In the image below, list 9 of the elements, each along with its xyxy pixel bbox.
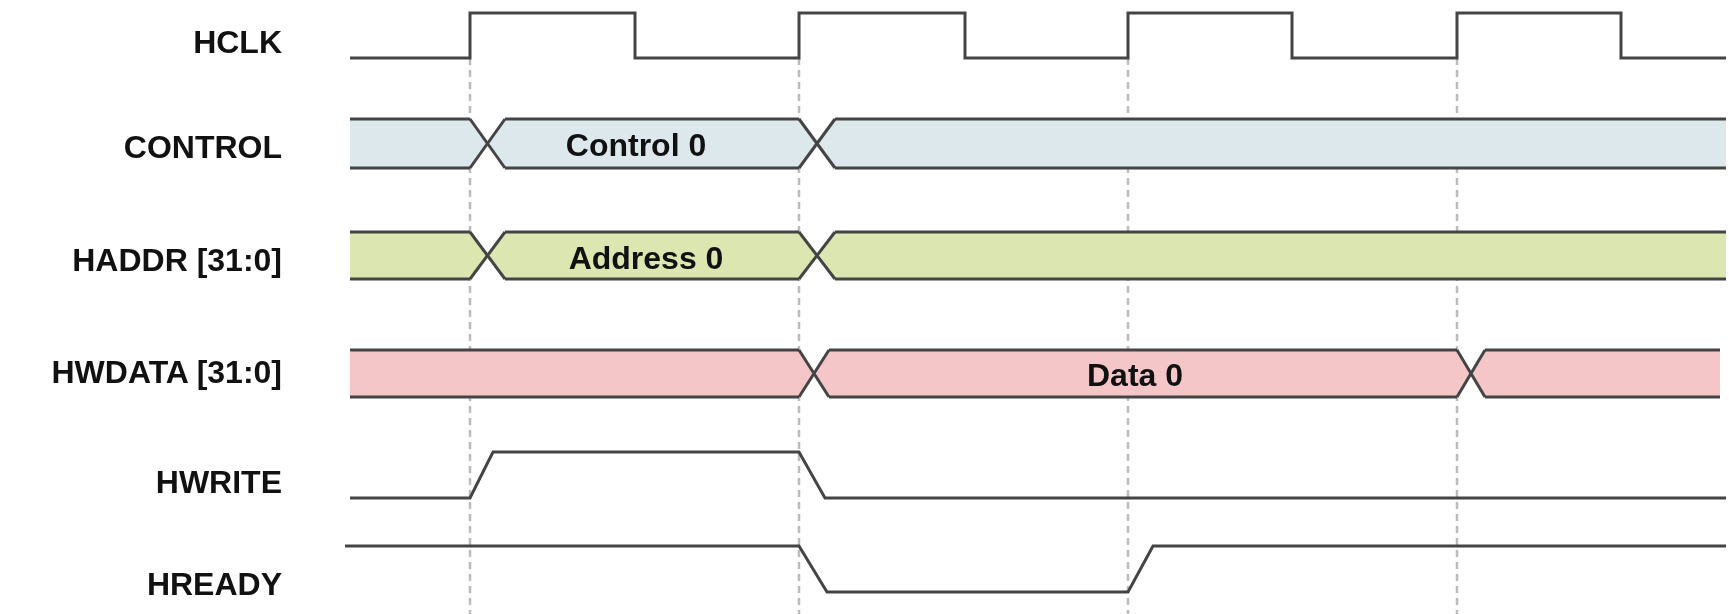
signal-name: CONTROL bbox=[123, 131, 282, 163]
signal-name: HWRITE bbox=[155, 466, 282, 498]
signal-name: HWDATA [31:0] bbox=[51, 356, 282, 388]
bus-value: Control 0 bbox=[565, 129, 707, 161]
signal-name: HREADY bbox=[146, 568, 282, 600]
signal-name: HCLK bbox=[193, 26, 282, 58]
signal-name: HADDR [31:0] bbox=[72, 244, 282, 276]
bus-value: Data 0 bbox=[1087, 359, 1183, 391]
bus-value: Address 0 bbox=[568, 242, 724, 274]
